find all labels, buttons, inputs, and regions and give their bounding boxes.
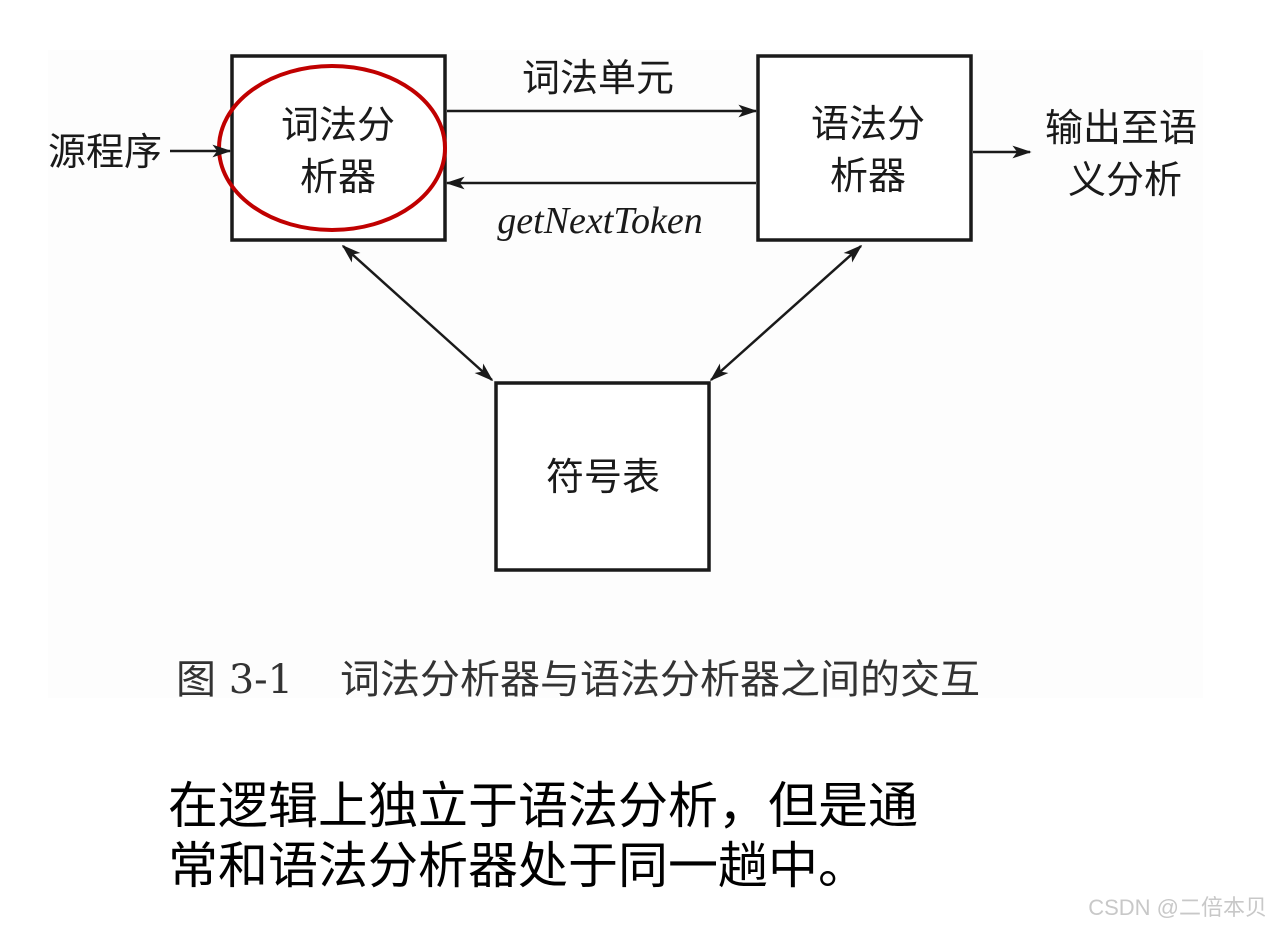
lexer-symbol-table-arrow [341, 244, 494, 382]
description-text: 在逻辑上独立于语法分析，但是通 常和语法分析器处于同一趟中。 [168, 776, 1128, 896]
parser-label-line1: 语法分 [811, 102, 925, 146]
figure-caption: 词法分析器与语法分析器之间的交互 [340, 657, 980, 703]
output-label-line2: 义分析 [1068, 158, 1182, 202]
symbol-table-label: 符号表 [546, 455, 660, 499]
parser-symbol-table-arrow [709, 244, 863, 382]
request-edge-label: getNextToken [497, 200, 702, 242]
description-line-2: 常和语法分析器处于同一趟中。 [168, 837, 868, 895]
parser-label-line2: 析器 [830, 154, 906, 198]
output-label-line1: 输出至语 [1045, 106, 1197, 150]
watermark: CSDN @二倍本贝 [1088, 895, 1267, 920]
input-label: 源程序 [48, 130, 162, 174]
token-edge-label: 词法单元 [522, 56, 674, 100]
figure-number: 图 3-1 [176, 657, 293, 703]
parser-box [756, 54, 973, 242]
lexer-label-line1: 词法分 [281, 103, 395, 147]
symbol-table-box [494, 381, 711, 572]
lexer-label-line2: 析器 [300, 155, 376, 199]
description-line-1: 在逻辑上独立于语法分析，但是通 [168, 777, 918, 835]
